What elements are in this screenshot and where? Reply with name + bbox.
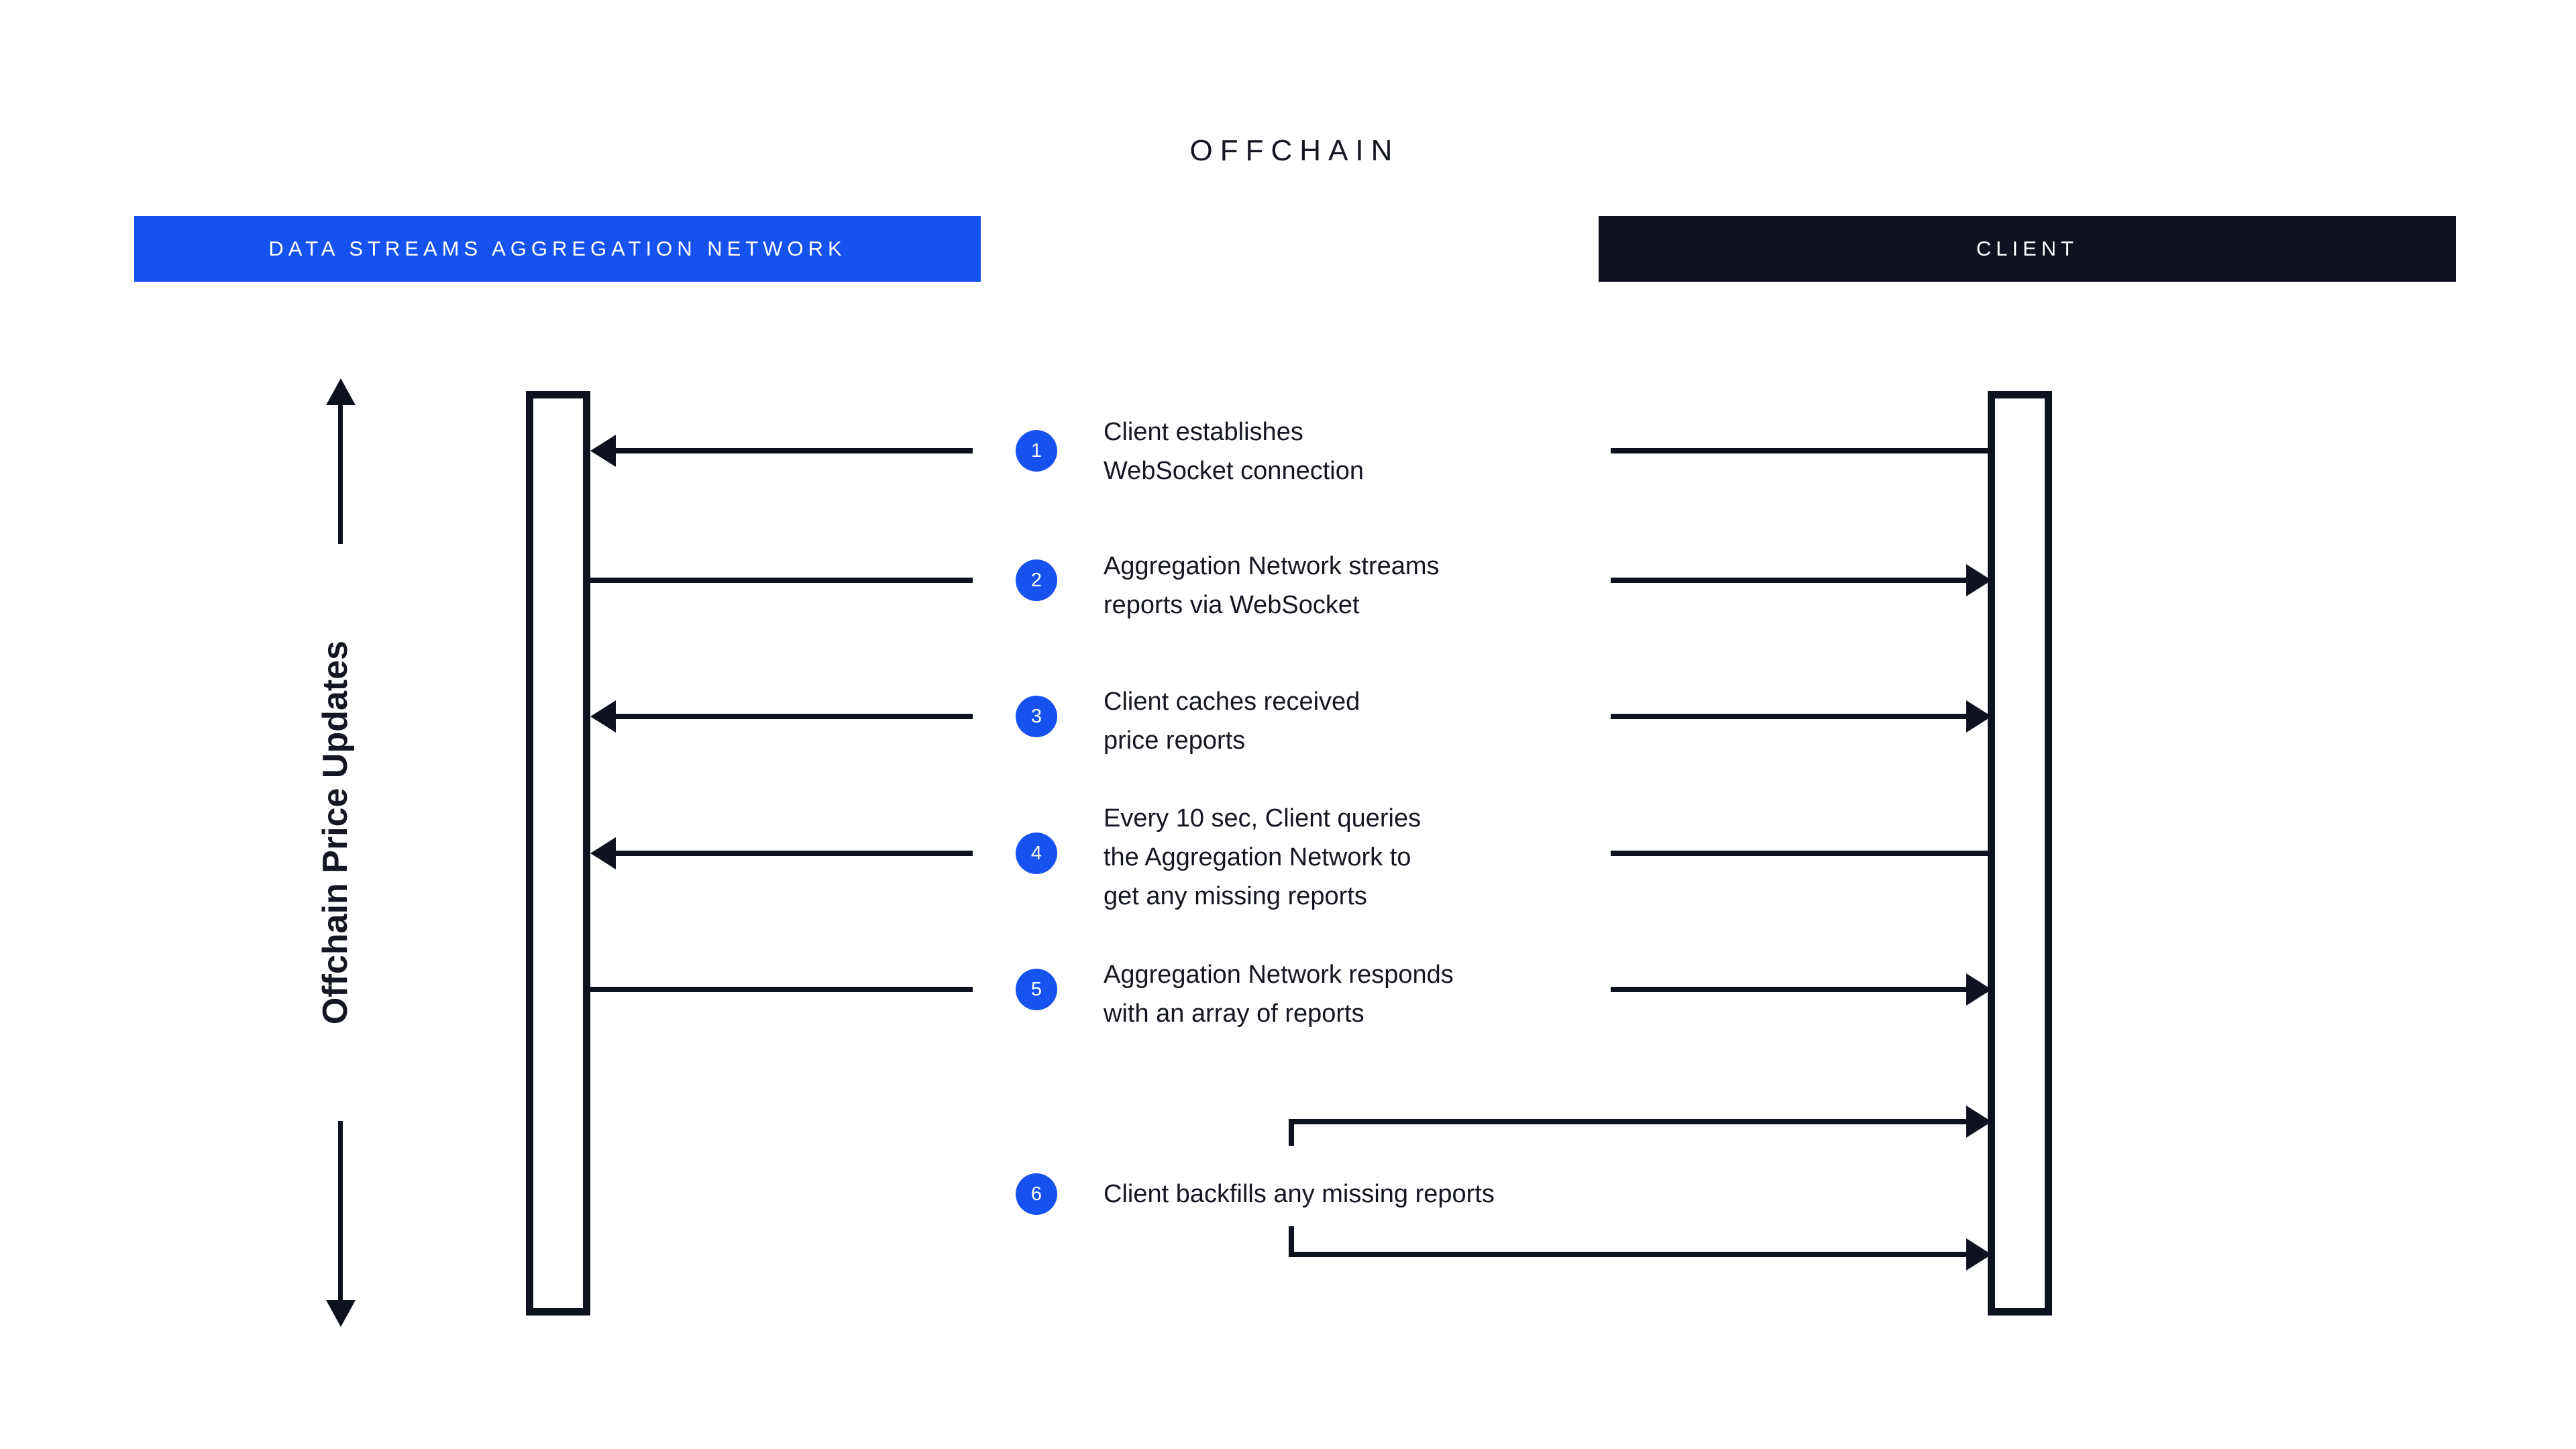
step-caption-3: Client caches received price reports <box>1104 688 1360 755</box>
lifeline-client <box>1988 391 2052 1316</box>
arrow-up-icon <box>326 378 356 405</box>
step-badge-4: 4 <box>1016 833 1057 874</box>
arrowhead-left-3 <box>590 700 616 733</box>
message-line-3-left <box>616 714 973 719</box>
step-badge-3-number: 3 <box>1030 705 1042 727</box>
step-caption-2: Aggregation Network streams reports via … <box>1104 552 1440 619</box>
message-line-5-right <box>1611 987 1966 992</box>
time-axis: Offchain Price Updates <box>282 376 396 1328</box>
message-line-3-right <box>1611 714 1966 719</box>
arrow-down-icon <box>326 1300 356 1327</box>
arrowhead-right-backfill-top <box>1966 1106 1992 1138</box>
arrowhead-right-3 <box>1966 700 1992 733</box>
page-title: OFFCHAIN <box>1189 134 1400 167</box>
step-badge-4-number: 4 <box>1030 842 1042 864</box>
step-caption-6: Client backfills any missing reports <box>1104 1180 1495 1208</box>
step-badge-5: 5 <box>1016 969 1057 1010</box>
backfill-stub-bottom <box>1289 1226 1294 1257</box>
arrowhead-left-1 <box>590 435 616 467</box>
message-line-2-right <box>1611 578 1966 583</box>
lifeline-aggregation-network <box>526 391 590 1316</box>
step-badge-3: 3 <box>1016 696 1057 737</box>
step-badge-2-number: 2 <box>1030 569 1042 591</box>
lane-header-client: CLIENT <box>1599 216 2456 282</box>
message-line-5-left <box>587 987 973 992</box>
message-line-2-left <box>587 578 973 583</box>
message-line-1-right <box>1611 448 1992 453</box>
message-line-4-right <box>1611 851 1992 856</box>
step-badge-6: 6 <box>1016 1173 1057 1215</box>
step-caption-4: Every 10 sec, Client queries the Aggrega… <box>1104 804 1421 910</box>
step-badge-1-number: 1 <box>1030 439 1042 462</box>
arrowhead-right-5 <box>1966 973 1992 1006</box>
lane-header-client-label: CLIENT <box>1976 237 2079 260</box>
step-caption-1: Client establishes WebSocket connection <box>1104 418 1364 485</box>
lane-header-aggregation-network: DATA STREAMS AGGREGATION NETWORK <box>134 216 981 282</box>
time-axis-label: Offchain Price Updates <box>311 544 360 1121</box>
step-badge-1: 1 <box>1016 430 1057 472</box>
arrowhead-left-4 <box>590 837 616 869</box>
step-badge-2: 2 <box>1016 559 1057 601</box>
lane-header-aggregation-network-label: DATA STREAMS AGGREGATION NETWORK <box>268 237 847 260</box>
backfill-line-bottom <box>1289 1252 1966 1257</box>
step-badge-6-number: 6 <box>1030 1183 1042 1205</box>
message-line-1-left <box>616 448 973 453</box>
backfill-stub-top <box>1289 1119 1294 1146</box>
arrowhead-right-2 <box>1966 564 1992 596</box>
step-caption-5: Aggregation Network responds with an arr… <box>1104 961 1454 1028</box>
message-line-4-left <box>616 851 973 856</box>
arrowhead-right-backfill-bottom <box>1966 1238 1992 1271</box>
step-badge-5-number: 5 <box>1030 978 1042 1000</box>
backfill-line-top <box>1289 1119 1966 1124</box>
